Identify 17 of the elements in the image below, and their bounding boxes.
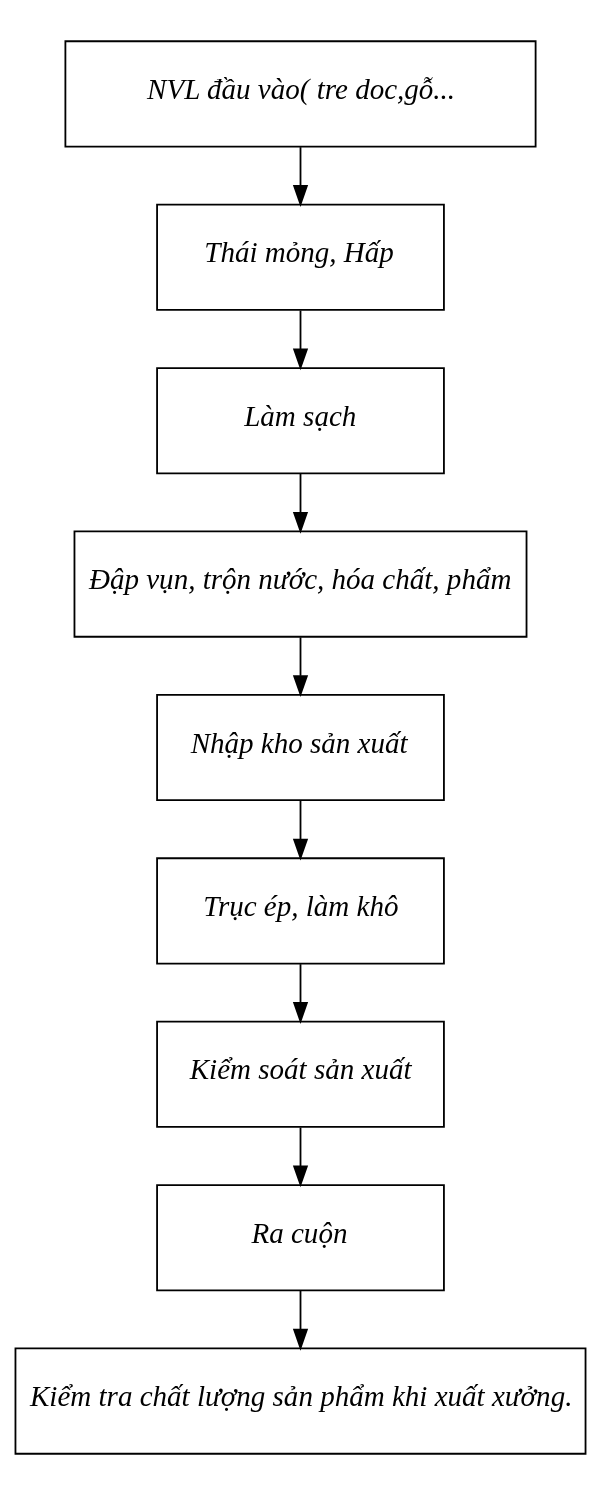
node-box: Làm sạch: [156, 367, 445, 475]
node-box: Ra cuộn: [156, 1184, 445, 1292]
node-box: Kiểm tra chất lượng sản phẩm khi xuất xưởng.: [14, 1347, 587, 1455]
arrow: [292, 1290, 309, 1351]
arrow: [292, 799, 309, 861]
arrow: [292, 146, 309, 207]
node-box: Trục ép, làm khô: [156, 857, 445, 965]
node-box: Đập vụn, trộn nước, hóa chất, phẩm: [73, 530, 528, 638]
arrow: [292, 1126, 309, 1188]
arrow: [292, 636, 309, 698]
node-box: NVL đầu vào( tre doc,gỗ...: [64, 40, 537, 148]
node-box: Thái mỏng, Hấp: [156, 203, 445, 311]
arrow: [292, 473, 309, 534]
node-box: Kiểm soát sản xuất: [156, 1020, 445, 1128]
arrow: [292, 309, 309, 371]
arrow: [292, 963, 309, 1024]
node-box: Nhập kho sản xuất: [156, 693, 445, 802]
